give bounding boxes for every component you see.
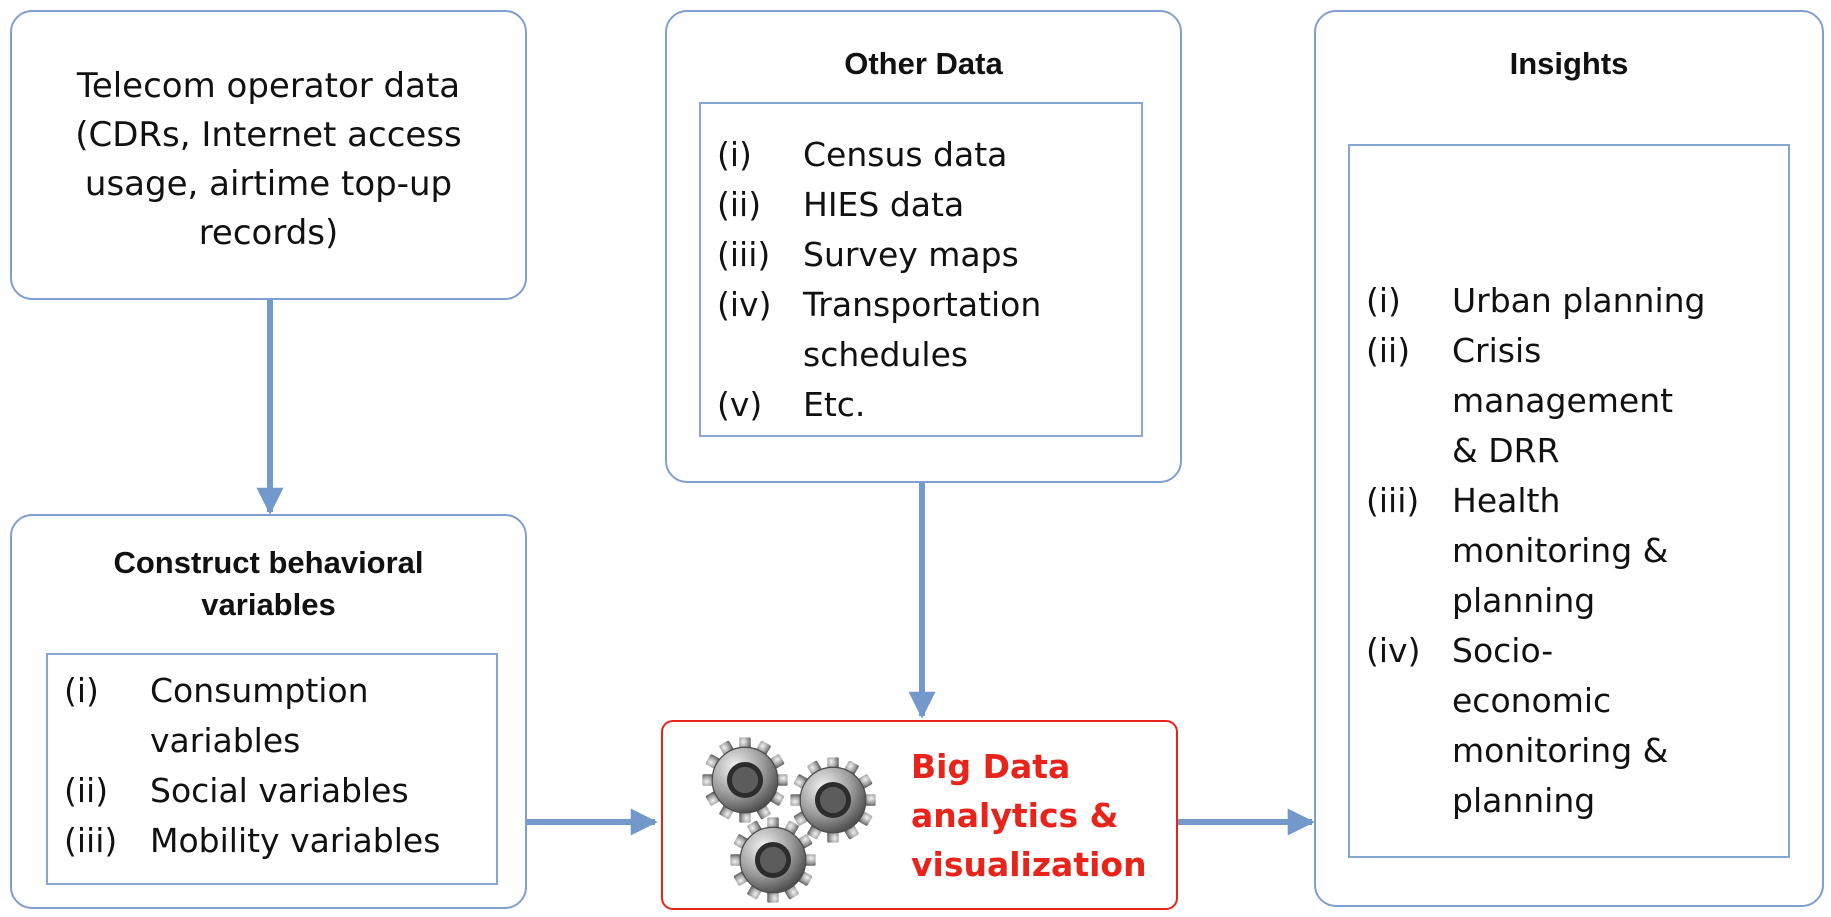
telecom-data-text: Telecom operator data (CDRs, Internet ac… <box>12 62 525 258</box>
list-item-label: Census data <box>803 135 1008 174</box>
list-item-number: (iii) <box>64 821 118 860</box>
list-item-number: (iii) <box>717 235 771 274</box>
list-item: (iii) Mobility variables <box>64 816 494 866</box>
other-data-list: (i) Census data (ii) HIES data (iii) Sur… <box>717 130 1137 430</box>
list-item-label: Socio-economic monitoring & planning <box>1452 631 1669 820</box>
telecom-data-box: Telecom operator data (CDRs, Internet ac… <box>10 10 527 300</box>
telecom-line-2: (CDRs, Internet access <box>75 115 462 155</box>
list-item: (ii) Social variables <box>64 766 494 816</box>
list-item: (iii) Survey maps <box>717 230 1137 280</box>
behavioral-list: (i) Consumption variables (ii) Social va… <box>64 666 494 866</box>
list-item: (ii) Crisis management & DRR <box>1366 326 1702 476</box>
insights-list-frame <box>1348 144 1790 858</box>
behavioral-title-line-2: variables <box>201 587 336 622</box>
analytics-line-2: analytics & <box>911 796 1119 835</box>
other-data-box: Other Data (i) Census data (ii) HIES dat… <box>665 10 1182 483</box>
list-item: (iv) Socio-economic monitoring & plannin… <box>1366 626 1692 826</box>
telecom-line-3: usage, airtime top-up <box>84 164 453 204</box>
telecom-line-1: Telecom operator data <box>76 66 461 106</box>
insights-title: Insights <box>1509 46 1629 81</box>
list-item-number: (iv) <box>717 285 772 324</box>
list-item-label: Social variables <box>150 771 409 810</box>
list-item-label: Consumption variables <box>150 671 369 760</box>
list-item-number: (ii) <box>64 771 109 810</box>
list-item-label: Etc. <box>803 385 866 424</box>
list-item-label: Crisis management & DRR <box>1452 331 1674 470</box>
list-item-label: Survey maps <box>803 235 1019 274</box>
list-item: (iii) Health monitoring & planning <box>1366 476 1712 626</box>
list-item-label: Mobility variables <box>150 821 441 860</box>
list-item-number: (i) <box>717 135 752 174</box>
other-data-title: Other Data <box>844 46 1003 81</box>
list-item-label: Health monitoring & planning <box>1452 481 1669 620</box>
list-item-number: (iv) <box>1366 631 1421 670</box>
list-item-label: HIES data <box>803 185 965 224</box>
behavioral-variables-box: Construct behavioral variables (i) Consu… <box>10 514 527 909</box>
list-item-label: Urban planning <box>1452 281 1706 320</box>
list-item-number: (ii) <box>717 185 762 224</box>
list-item-number: (iii) <box>1366 481 1420 520</box>
behavioral-variables-title: Construct behavioral variables <box>12 542 525 626</box>
list-item-number: (ii) <box>1366 331 1411 370</box>
telecom-line-4: records) <box>198 213 339 253</box>
behavioral-list-frame <box>46 653 498 885</box>
insights-list: (i) Urban planning (ii) Crisis managemen… <box>1366 276 1786 826</box>
list-item-number: (i) <box>64 671 99 710</box>
analytics-line-1: Big Data <box>911 747 1071 786</box>
list-item-number: (v) <box>717 385 763 424</box>
list-item: (i) Census data <box>717 130 1137 180</box>
list-item: (i) Consumption variables <box>64 666 420 766</box>
list-item-number: (i) <box>1366 281 1401 320</box>
analytics-box: Big Data analytics & visualization <box>661 720 1178 910</box>
analytics-title: Big Data analytics & visualization <box>911 742 1147 889</box>
list-item-label: Transportation schedules <box>803 285 1042 374</box>
list-item: (i) Urban planning <box>1366 276 1786 326</box>
gears-icon <box>701 736 877 904</box>
list-item: (iv) Transportation schedules <box>717 280 1073 380</box>
behavioral-title-line-1: Construct behavioral <box>113 545 424 580</box>
analytics-line-3: visualization <box>911 845 1147 884</box>
list-item: (ii) HIES data <box>717 180 1137 230</box>
other-data-list-frame <box>699 102 1143 437</box>
list-item: (v) Etc. <box>717 380 1137 430</box>
insights-box: Insights (i) Urban planning (ii) Crisis … <box>1314 10 1824 907</box>
